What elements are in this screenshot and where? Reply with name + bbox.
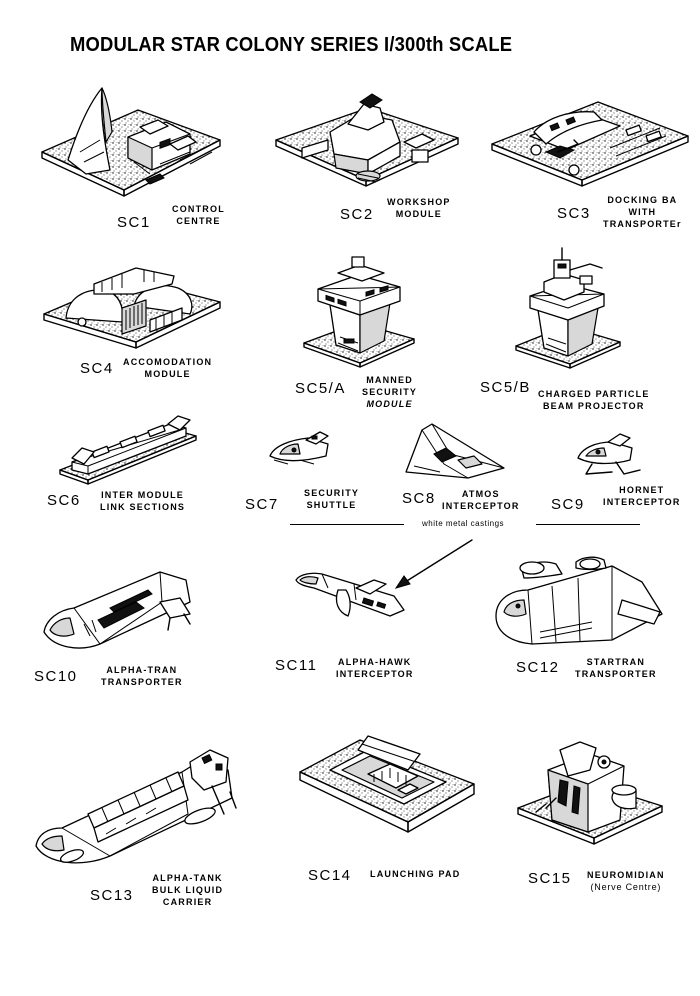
sc4-code: SC4: [80, 360, 114, 377]
sc3-docking-bay-illustration: [491, 101, 689, 187]
sc6-link-sections-illustration: [59, 415, 197, 485]
sc3-desc-line: WITH: [628, 207, 657, 217]
sc1-control-centre-illustration: [41, 87, 221, 197]
page-title: MODULAR STAR COLONY SERIES I/300th SCALE: [70, 34, 513, 56]
sc10-desc-line: TRANSPORTER: [101, 677, 183, 687]
sc3-code: SC3: [557, 205, 591, 222]
sc12-desc-line: STARTRAN: [586, 657, 646, 667]
sc4-description: ACCOMODATION MODULE: [123, 356, 212, 380]
castings-rule-left: [290, 524, 404, 525]
sc7-code: SC7: [245, 496, 279, 513]
sc15-description: NEUROMIDIAN (Nerve Centre): [587, 869, 665, 893]
sc14-launching-pad-illustration: [299, 735, 475, 833]
sc8-desc-line: INTERCEPTOR: [442, 501, 520, 511]
sc3-desc-line: DOCKING BA: [607, 195, 678, 205]
sc4-desc-line: ACCOMODATION: [123, 357, 213, 367]
sc11-desc-line: INTERCEPTOR: [336, 669, 414, 679]
sc1-desc-line: CENTRE: [176, 216, 221, 226]
sc6-desc-line: LINK SECTIONS: [100, 502, 186, 512]
sc2-workshop-module-illustration: [275, 93, 459, 187]
sc15-desc-line: NEUROMIDIAN: [587, 870, 665, 880]
sc5a-security-module-illustration: [303, 256, 415, 368]
sc8-code: SC8: [402, 490, 436, 507]
sc12-desc-line: TRANSPORTER: [575, 669, 657, 679]
sc3-description: DOCKING BA WITH TRANSPORTEr: [603, 194, 682, 230]
sc2-description: WORKSHOP MODULE: [387, 196, 451, 220]
sc1-code: SC1: [117, 214, 151, 231]
sc5b-desc-line: BEAM PROJECTOR: [542, 401, 645, 411]
sc10-alpha-tran-illustration: [43, 571, 191, 649]
sc6-desc-line: INTER MODULE: [101, 490, 184, 500]
sc5b-beam-projector-illustration: [515, 247, 621, 369]
castings-rule-right: [536, 524, 640, 525]
sc13-desc-line: ALPHA-TANK: [152, 873, 223, 883]
sc1-description: CONTROL CENTRE: [172, 203, 225, 227]
sc6-description: INTER MODULE LINK SECTIONS: [100, 489, 185, 513]
sc10-description: ALPHA-TRAN TRANSPORTER: [101, 664, 183, 688]
sc13-alpha-tank-illustration: [35, 749, 237, 864]
sc12-code: SC12: [516, 659, 560, 676]
castings-note: white metal castings: [422, 519, 505, 528]
sc8-desc-line: ATMOS: [461, 489, 500, 499]
sc13-description: ALPHA-TANK BULK LIQUID CARRIER: [152, 872, 223, 908]
sc1-desc-line: CONTROL: [172, 204, 225, 214]
arrow-icon: [394, 539, 473, 589]
sc5a-desc-line: MANNED: [366, 375, 413, 385]
sc2-code: SC2: [340, 206, 374, 223]
sc15-desc-line: (Nerve Centre): [590, 882, 662, 892]
sc9-description: HORNET INTERCEPTOR: [603, 484, 681, 508]
sc15-code: SC15: [528, 870, 572, 887]
sc10-code: SC10: [34, 668, 78, 685]
sc8-atmos-interceptor-illustration: [405, 423, 505, 479]
sc5a-desc-line: SECURITY: [362, 387, 418, 397]
sc13-code: SC13: [90, 887, 134, 904]
sc15-neuromidian-illustration: [517, 741, 663, 845]
sc4-accomodation-module-illustration: [43, 267, 221, 349]
sc5a-desc-line: MODULE: [366, 399, 413, 409]
sc7-description: SECURITY SHUTTLE: [304, 487, 359, 511]
sc2-desc-line: MODULE: [395, 209, 442, 219]
sc9-code: SC9: [551, 496, 585, 513]
sc9-desc-line: HORNET: [619, 485, 665, 495]
sc14-desc-line: LAUNCHING PAD: [370, 869, 461, 879]
sc11-description: ALPHA-HAWK INTERCEPTOR: [336, 656, 414, 680]
sc5b-description: CHARGED PARTICLE BEAM PROJECTOR: [538, 388, 650, 412]
sc7-security-shuttle-illustration: [269, 431, 329, 465]
sc13-desc-line: BULK LIQUID: [152, 885, 224, 895]
sc12-description: STARTRAN TRANSPORTER: [575, 656, 657, 680]
sc7-desc-line: SHUTTLE: [306, 500, 357, 510]
sc6-code: SC6: [47, 492, 81, 509]
sc14-code: SC14: [308, 867, 352, 884]
sc5b-desc-line: CHARGED PARTICLE: [538, 389, 650, 399]
sc9-desc-line: INTERCEPTOR: [603, 497, 681, 507]
sc12-startran-illustration: [495, 556, 663, 645]
sc9-hornet-interceptor-illustration: [577, 433, 641, 475]
sc11-desc-line: ALPHA-HAWK: [338, 657, 412, 667]
sc14-description: LAUNCHING PAD: [370, 868, 460, 880]
sc7-desc-line: SECURITY: [304, 488, 360, 498]
sc5b-code: SC5/B: [480, 379, 531, 396]
sc5a-code: SC5/A: [295, 380, 346, 397]
sc10-desc-line: ALPHA-TRAN: [106, 665, 178, 675]
sc5a-description: MANNED SECURITY MODULE: [362, 374, 417, 410]
sc2-desc-line: WORKSHOP: [387, 197, 451, 207]
sc3-desc-line: TRANSPORTEr: [603, 219, 682, 229]
sc11-code: SC11: [275, 657, 318, 674]
sc11-alpha-hawk-illustration: [295, 572, 405, 617]
sc4-desc-line: MODULE: [144, 369, 191, 379]
sc13-desc-line: CARRIER: [162, 897, 213, 907]
sc8-description: ATMOS INTERCEPTOR: [442, 488, 520, 512]
